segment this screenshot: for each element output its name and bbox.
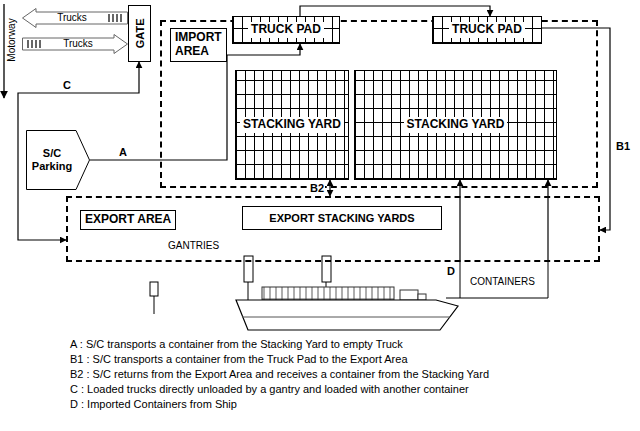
motorway-arrow xyxy=(3,4,4,98)
flow-connector xyxy=(329,180,330,196)
export-area-region: EXPORT AREA EXPORT STACKING YARDS xyxy=(66,196,600,262)
gate-box: GATE xyxy=(128,5,151,62)
truck-stripe xyxy=(31,40,33,48)
gantry-crane xyxy=(150,282,158,314)
flow-letter: A xyxy=(118,146,128,158)
truck-arrow-shape xyxy=(23,9,128,28)
node-label: STACKING YARD xyxy=(404,117,508,133)
road-label: Motorway xyxy=(6,18,18,61)
import-area-region: IMPORT AREA TRUCK PAD TRUCK PAD STACKING YA… xyxy=(160,20,598,188)
node-label: IMPORT AREA xyxy=(170,28,227,62)
area-label: CONTAINERS xyxy=(470,276,535,288)
gantry-crane xyxy=(244,256,253,300)
stacking-yard: STACKING YARD xyxy=(235,70,349,180)
truck-stripe xyxy=(27,40,29,48)
node-label: Trucks xyxy=(63,38,93,50)
flow-letter: C xyxy=(62,79,72,91)
key-line: D : Imported Containers from Ship xyxy=(70,398,237,411)
node-label: EXPORT AREA xyxy=(80,210,176,230)
truck-stripe xyxy=(108,14,110,22)
flow-letter: B1 xyxy=(615,140,631,152)
stacking-yard: STACKING YARD xyxy=(354,70,557,180)
truck-stripe xyxy=(120,14,122,22)
node-label: TRUCK PAD xyxy=(248,22,324,38)
truck-arrow-shape xyxy=(23,35,128,54)
truck-stripe xyxy=(35,40,37,48)
container-feed-line xyxy=(548,262,549,298)
key-line: B2 : S/C returns from the Export Area an… xyxy=(70,368,489,381)
flow-connector xyxy=(547,180,548,262)
flow-letter: B2 xyxy=(309,182,325,194)
key-line: A : S/C transports a container from the … xyxy=(70,338,403,351)
key-line: C : Loaded trucks directly unloaded by a… xyxy=(70,383,469,396)
node-label: EXPORT STACKING YARDS xyxy=(269,212,414,225)
truck-stripe xyxy=(116,14,118,22)
truck-pad: TRUCK PAD xyxy=(432,16,542,44)
flow-letter: D xyxy=(446,265,456,277)
truck-stripe xyxy=(39,40,41,48)
node-label: TRUCK PAD xyxy=(449,22,525,38)
container-ship xyxy=(236,287,458,330)
truck-arrow: Trucks xyxy=(22,34,128,54)
node-label: GATE xyxy=(133,19,146,49)
container-feed-line xyxy=(446,298,548,299)
truck-stripe xyxy=(112,14,114,22)
container-feed-line xyxy=(460,262,461,298)
node-label: Trucks xyxy=(57,12,87,24)
truck-pad: TRUCK PAD xyxy=(232,16,340,44)
area-label: GANTRIES xyxy=(168,240,219,252)
node-label: STACKING YARD xyxy=(240,117,344,133)
export-stacking-yards: EXPORT STACKING YARDS xyxy=(242,206,442,230)
sc-parking: S/C Parking xyxy=(26,130,90,190)
sc-parking-shape xyxy=(27,131,90,190)
flow-connector xyxy=(459,180,460,262)
node-label: S/C Parking xyxy=(32,147,72,172)
key-line: B1 : S/C transports a container from the… xyxy=(70,353,408,366)
flow-connector xyxy=(300,6,490,16)
truck-arrow: Trucks xyxy=(22,8,128,28)
